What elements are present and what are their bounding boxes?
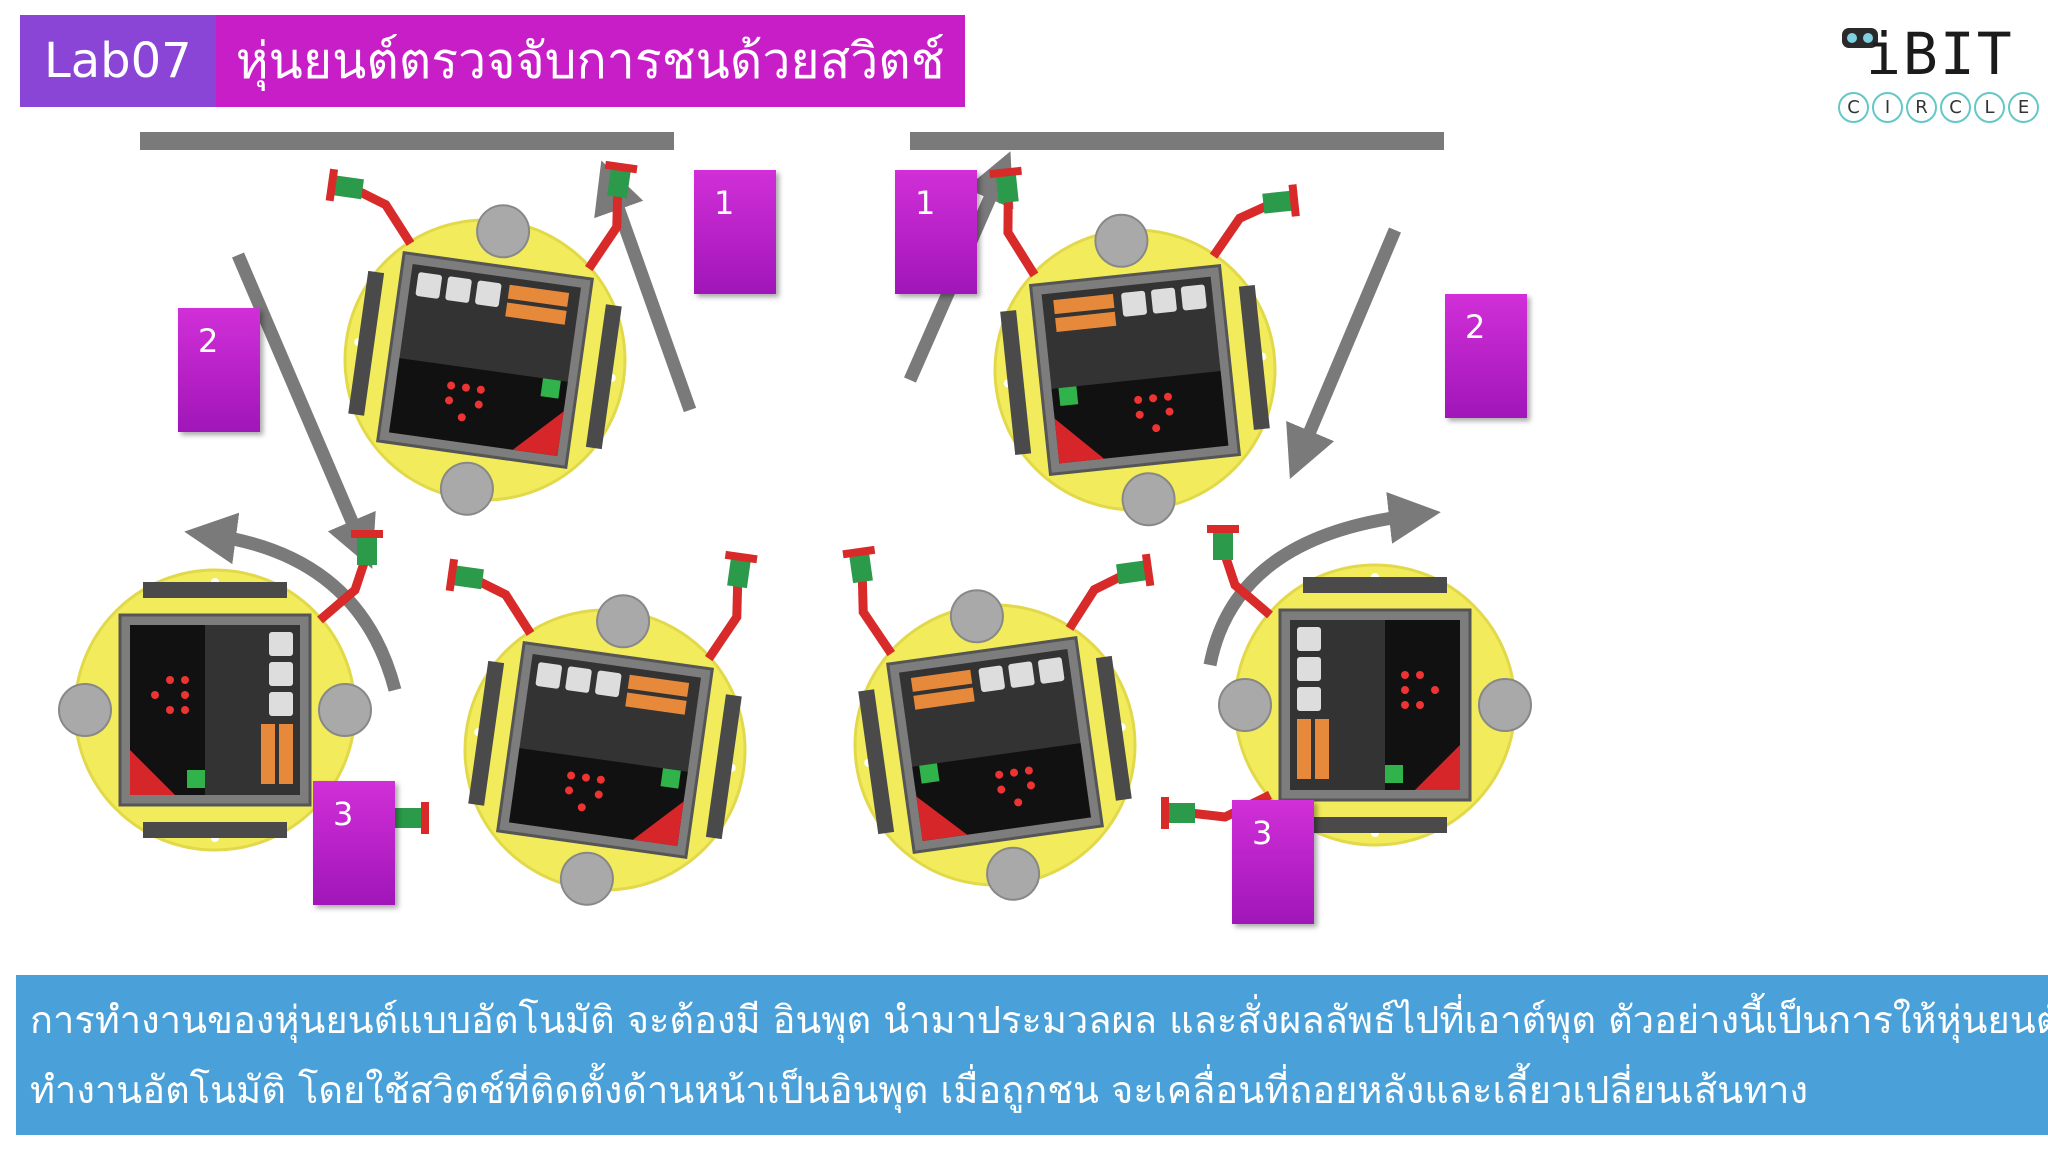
logo-letter: E: [2008, 92, 2039, 123]
arrow-forward-icon: [594, 160, 697, 413]
step-label: 1: [895, 170, 977, 294]
robot-right-bottom: [1161, 525, 1531, 845]
logo-letter: L: [1974, 92, 2005, 123]
logo-letter: I: [1872, 92, 1903, 123]
robot-left-top: [285, 123, 653, 534]
lab-id: Lab07: [20, 15, 216, 107]
robot-right-top: [973, 138, 1330, 539]
step-label: 3: [313, 781, 395, 905]
arrow-turn-icon: [1203, 492, 1441, 667]
title-bar: Lab07 หุ่นยนต์ตรวจจับการชนด้วยสวิตช์: [20, 15, 965, 107]
step-label: 1: [694, 170, 776, 294]
step-label: 2: [1445, 294, 1527, 418]
step-label: 2: [178, 308, 260, 432]
logo-circle-letters: C I R C L E: [1838, 92, 2039, 123]
logo-letter: R: [1906, 92, 1937, 123]
ibit-circle-logo: iBIT C I R C L E: [1838, 20, 2039, 130]
logo-letter: C: [1940, 92, 1971, 123]
arrow-reverse-icon: [232, 252, 376, 569]
wall-left: [140, 132, 674, 150]
arrow-turn-icon: [184, 512, 402, 692]
step-label: 3: [1232, 800, 1314, 924]
wall-right: [910, 132, 1444, 150]
robot-face-icon: [1842, 28, 1878, 48]
robot-right-middle: [827, 508, 1195, 919]
arrow-reverse-icon: [1286, 227, 1401, 479]
robot-collision-diagram: [0, 120, 2048, 970]
logo-letter: C: [1838, 92, 1869, 123]
logo-main: iBIT: [1866, 20, 2014, 88]
caption-line: ทำงานอัตโนมัติ โดยใช้สวิตช์ที่ติดตั้งด้า…: [30, 1068, 1809, 1112]
robot-left-middle: [405, 513, 773, 924]
caption-line: การทำงานของหุ่นยนต์แบบอัตโนมัติ จะต้องมี…: [30, 998, 2048, 1042]
caption-box: การทำงานของหุ่นยนต์แบบอัตโนมัติ จะต้องมี…: [16, 975, 2048, 1135]
page-title: หุ่นยนต์ตรวจจับการชนด้วยสวิตช์: [215, 15, 965, 107]
